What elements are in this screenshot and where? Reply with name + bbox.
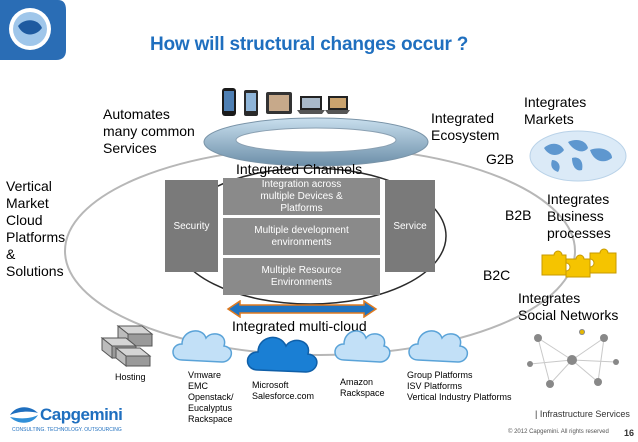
group-platforms-label: Group Platforms ISV Platforms Vertical I… (407, 370, 512, 403)
stack-layer-text: Multiple Resource Environments (261, 264, 342, 288)
cloud-icon (404, 318, 472, 368)
integrated-channels-label: Integrated Channels (236, 161, 363, 177)
markets-line: Markets (524, 111, 574, 127)
devices-image (220, 84, 350, 120)
provider-line: Openstack/ (188, 392, 234, 402)
footer-copyright: © 2012 Capgemini. All rights reserved (508, 429, 609, 435)
vmware-label: Vmware EMC Openstack/ Eucalyptus Rackspa… (188, 370, 234, 425)
markets-line: Integrates (524, 94, 587, 110)
vertical-market-label: Vertical Market Cloud Platforms & Soluti… (6, 178, 65, 280)
provider-line: ISV Platforms (407, 381, 463, 391)
social-network-image (520, 324, 624, 396)
integrates-business-label: Integrates Business processes (547, 191, 611, 242)
page-number: 16 (624, 428, 635, 438)
provider-line: Group Platforms (407, 370, 473, 380)
automates-line: Automates (103, 106, 170, 122)
social-line: Social Networks (518, 307, 619, 323)
business-line: Business (547, 208, 604, 224)
provider-line: EMC (188, 381, 208, 391)
stack-layer-text: Integration across multiple Devices & Pl… (260, 178, 343, 214)
microsoft-label: Microsoft Salesforce.com (252, 380, 314, 402)
provider-line: Eucalyptus (188, 403, 233, 413)
integrated-ecosystem-label: Integrated Ecosystem (431, 110, 499, 144)
world-map-image (528, 128, 628, 184)
integrated-multicloud-label: Integrated multi-cloud (232, 318, 367, 334)
cloud-icon (242, 324, 322, 376)
vertical-line: Market (6, 195, 49, 211)
hosting-servers-image (98, 324, 160, 368)
amazon-label: Amazon Rackspace (340, 377, 385, 399)
stack-layer-development: Multiple development environments (223, 218, 380, 255)
provider-line: Salesforce.com (252, 391, 315, 401)
automates-line: Services (103, 140, 157, 156)
integrates-social-label: Integrates Social Networks (518, 290, 618, 324)
vertical-line: & (6, 246, 16, 262)
vertical-line: Solutions (6, 263, 64, 279)
provider-line: Amazon (340, 377, 374, 387)
social-line: Integrates (518, 290, 581, 306)
ecosystem-line: Ecosystem (431, 127, 500, 143)
g2b-label: G2B (486, 151, 515, 167)
stack-layer-resource: Multiple Resource Environments (223, 258, 380, 295)
business-line: Integrates (547, 191, 610, 207)
b2c-label: B2C (483, 267, 511, 283)
integrates-markets-label: Integrates Markets (524, 94, 586, 128)
automates-label: Automates many common Services (103, 106, 195, 157)
provider-line: Rackspace (188, 414, 233, 424)
capgemini-wordmark: Capgemini (40, 405, 123, 424)
ecosystem-line: Integrated (431, 110, 495, 126)
service-label: Service (393, 220, 427, 232)
footer-section: | Infrastructure Services (535, 409, 630, 419)
vertical-line: Platforms (6, 229, 66, 245)
hosting-label: Hosting (115, 372, 146, 382)
automates-line: many common (103, 123, 195, 139)
channels-ring (200, 114, 432, 170)
stack-layer-integration: Integration across multiple Devices & Pl… (223, 178, 380, 215)
cloud-icon (168, 318, 236, 368)
brand-badge-logo (0, 0, 66, 60)
security-label: Security (173, 220, 210, 232)
vertical-line: Vertical (6, 178, 52, 194)
capgemini-logo: Capgemini CONSULTING. TECHNOLOGY. OUTSOU… (8, 403, 128, 435)
security-box: Security (165, 180, 218, 272)
provider-line: Rackspace (340, 388, 385, 398)
provider-line: Microsoft (252, 380, 289, 390)
multicloud-arrow (226, 299, 378, 319)
vertical-line: Cloud (6, 212, 43, 228)
provider-line: Vmware (188, 370, 222, 380)
provider-line: Vertical Industry Platforms (407, 392, 512, 402)
capgemini-tagline: CONSULTING. TECHNOLOGY. OUTSOURCING (12, 427, 122, 433)
puzzle-pieces-image (540, 247, 620, 279)
b2b-label: B2B (505, 207, 532, 223)
stack-layer-text: Multiple development environments (254, 224, 349, 248)
service-box: Service (385, 180, 435, 272)
page-title: How will structural changes occur ? (150, 34, 469, 55)
business-line: processes (547, 225, 611, 241)
cloud-icon (330, 320, 394, 366)
